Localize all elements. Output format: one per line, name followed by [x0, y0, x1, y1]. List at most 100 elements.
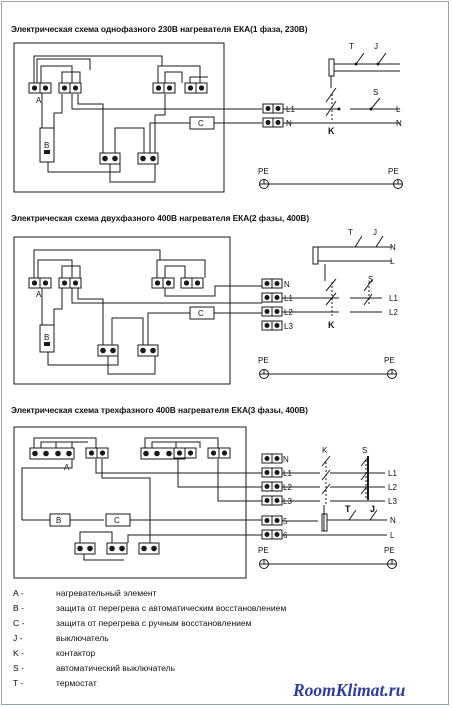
d2-pe-left: [259, 369, 269, 379]
diagram-three-phase: [13, 426, 392, 579]
d2-label-L3: L3: [284, 322, 293, 331]
d3-label-5: 5: [283, 517, 288, 526]
d2-element-A-right: [151, 277, 204, 289]
d1-protection-C: [189, 116, 215, 130]
d3-terminal-L2: [261, 481, 283, 492]
d2-label-L2-right: L2: [389, 308, 398, 317]
d1-element-A-right: [152, 82, 208, 94]
d3-label-N: N: [283, 455, 289, 464]
d3-label-L3: L3: [283, 497, 292, 506]
d1-protection-B: [39, 127, 55, 163]
legend-row-k: K -контактор: [13, 648, 96, 658]
title-single-phase: Электрическая схема однофазного 230В наг…: [11, 24, 308, 34]
d3-terminal-L3: [261, 495, 283, 506]
legend-row-a: A -нагревательный элемент: [13, 588, 157, 598]
d3-label-T: T: [345, 504, 351, 514]
d2-label-L1-right: L1: [389, 294, 398, 303]
d3-label-6: 6: [283, 531, 288, 540]
d3-label-N-right: N: [390, 516, 396, 525]
d1-label-A: A: [36, 96, 42, 105]
d1-block-center: [99, 152, 159, 165]
title-three-phase: Электрическая схема трехфазного 400В наг…: [11, 405, 308, 415]
d3-label-L3-right: L3: [388, 497, 397, 506]
d2-label-N: N: [284, 280, 290, 289]
d2-label-L-right: L: [390, 257, 395, 266]
brand-watermark[interactable]: RoomKlimat.ru: [293, 680, 406, 700]
d1-label-B: B: [44, 141, 49, 150]
d3-label-L2-right: L2: [388, 483, 397, 492]
d3-label-A: A: [64, 463, 70, 472]
d3-protection-B: [49, 513, 71, 527]
d2-label-PE-left: PE: [258, 356, 269, 365]
d2-terminal-L2: [261, 306, 283, 317]
d1-label-J: J: [374, 42, 378, 51]
d3-terminal-L1: [261, 467, 283, 478]
d3-label-PE-left: PE: [258, 546, 269, 555]
d2-terminal-L1: [261, 292, 283, 303]
diagram-single-phase: [13, 42, 400, 193]
d3-label-J: J: [370, 504, 375, 514]
d2-label-L1: L1: [284, 294, 293, 303]
d3-label-S: S: [362, 446, 367, 455]
d1-label-S: S: [373, 88, 378, 97]
d2-protection-C: [189, 306, 215, 320]
d3-protection-C: [105, 513, 131, 527]
d3-label-L1-right: L1: [388, 469, 397, 478]
d2-label-PE-right: PE: [384, 356, 395, 365]
d3-label-L2: L2: [283, 483, 292, 492]
d2-terminal-N: [261, 278, 283, 289]
d1-element-A-left: [28, 82, 82, 94]
d2-protection-B: [39, 324, 55, 353]
d2-label-C: C: [198, 309, 204, 318]
d1-label-L: L: [396, 105, 401, 114]
d1-label-N-right: N: [396, 119, 402, 128]
d3-label-L-right: L: [390, 531, 395, 540]
d2-block-center: [97, 344, 159, 357]
d1-label-N: N: [286, 119, 292, 128]
d2-label-N-right: N: [390, 243, 396, 252]
d3-label-PE-right: PE: [384, 546, 395, 555]
d1-label-C: C: [198, 119, 204, 128]
d1-label-L1: L1: [286, 105, 295, 114]
d1-pe-right: [393, 179, 403, 189]
d3-terminal-6: [261, 529, 283, 540]
legend-row-s: S -автоматический выключатель: [13, 663, 176, 673]
legend-row-t: T -термостат: [13, 678, 97, 688]
d3-element-A-left: [29, 447, 109, 460]
d2-label-T: T: [348, 228, 353, 237]
legend-row-b: B -защита от перегрева с автоматическим …: [13, 603, 287, 613]
d1-terminal-L1: [262, 103, 284, 114]
d2-element-A-left: [28, 277, 82, 289]
diagram-two-phase: [13, 235, 392, 385]
legend: A -нагревательный элемент B -защита от п…: [13, 588, 443, 693]
d2-pe-right: [387, 369, 397, 379]
d2-label-J: J: [373, 228, 377, 237]
d3-terminal-5: [261, 515, 283, 526]
d3-label-K: K: [322, 446, 328, 455]
d1-label-PE-right: PE: [388, 167, 399, 176]
d2-terminal-L3: [261, 320, 283, 331]
d3-pe-right: [387, 559, 397, 569]
legend-row-c: C -защита от перегрева с ручным восстано…: [13, 618, 252, 628]
d2-label-S: S: [368, 275, 373, 284]
d1-terminal-N: [262, 117, 284, 128]
d1-label-T: T: [349, 42, 354, 51]
d2-label-A: A: [36, 290, 42, 299]
title-two-phase: Электрическая схема двухфазного 400В наг…: [11, 213, 310, 223]
d3-pe-left: [259, 559, 269, 569]
d2-label-K: K: [328, 320, 335, 330]
legend-row-j: J -выключатель: [13, 633, 109, 643]
d1-pe-left: [259, 179, 269, 189]
d1-label-K: K: [328, 126, 335, 136]
d3-element-A-right: [140, 447, 231, 460]
d3-block-center: [74, 542, 160, 555]
d3-terminal-N: [261, 453, 283, 464]
d2-label-L2: L2: [284, 308, 293, 317]
d3-label-L1: L1: [283, 469, 292, 478]
d1-label-PE-left: PE: [258, 167, 269, 176]
d3-label-C: C: [114, 516, 120, 525]
d3-label-B: B: [56, 516, 61, 525]
